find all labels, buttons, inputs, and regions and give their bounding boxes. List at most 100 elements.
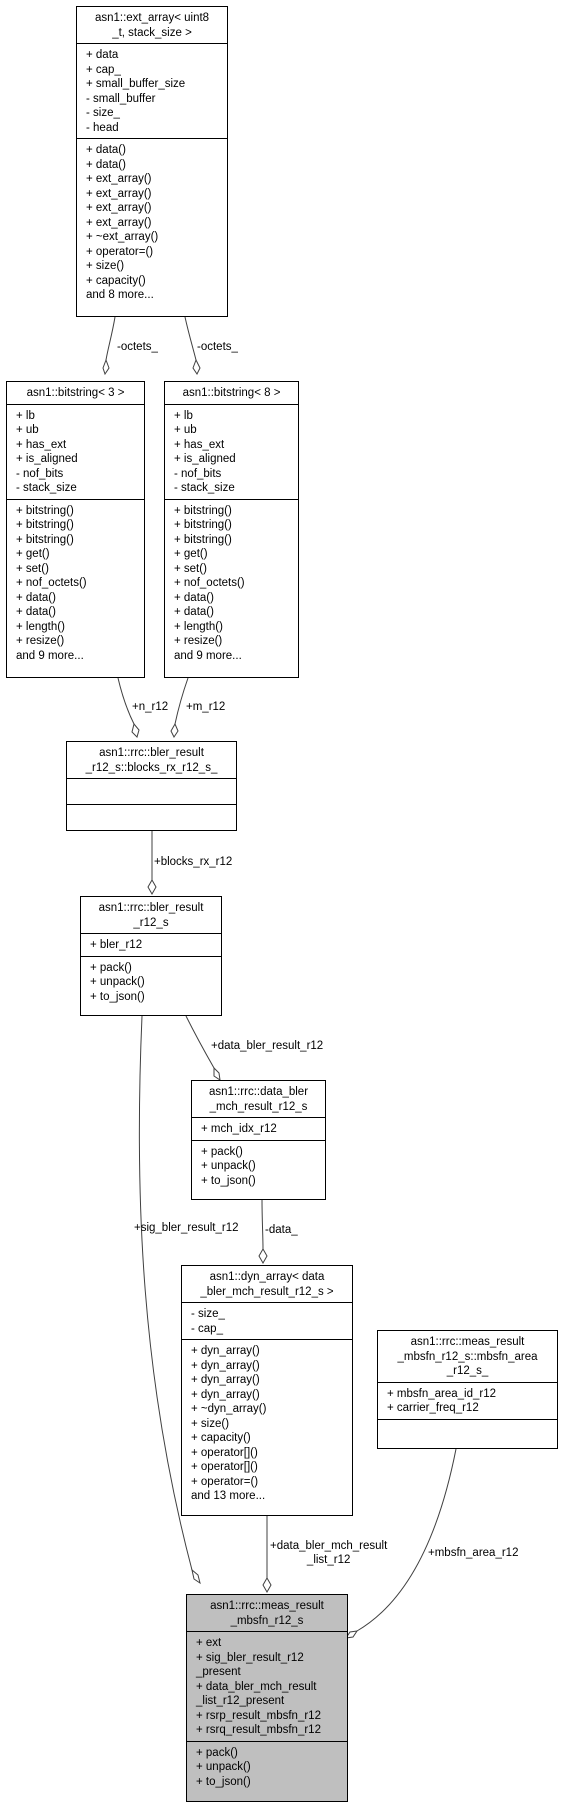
class-member: + ext	[196, 1637, 222, 1649]
class-member: - cap_	[191, 1322, 223, 1335]
class-member: + pack()	[90, 961, 132, 974]
class-member: + length()	[174, 620, 223, 633]
class-title: asn1::ext_array< uint8 _t, stack_size >	[77, 7, 227, 44]
class-member: + bitstring()	[174, 504, 232, 517]
class-title: asn1::bitstring< 8 >	[165, 382, 298, 405]
class-member: - small_buffer	[86, 92, 156, 105]
class-member: + nof_octets()	[174, 577, 245, 589]
attributes-section	[67, 779, 236, 805]
aggregation-diamond	[213, 1066, 221, 1082]
class-member: + length()	[16, 620, 65, 633]
class-bitstring-8[interactable]: asn1::bitstring< 8 > + lb+ ub+ has_ext+ …	[164, 381, 299, 678]
edge-label-octets-left: -octets_	[117, 341, 158, 353]
attributes-section: + bler_r12	[81, 934, 221, 957]
aggregation-diamond	[147, 878, 157, 896]
methods-section: + pack()+ unpack()+ to_json()	[192, 1141, 325, 1192]
attributes-section: + ext+ sig_bler_result_r12 _present+ dat…	[187, 1632, 347, 1742]
edge-data	[261, 1198, 264, 1250]
methods-section: + pack()+ unpack()+ to_json()	[187, 1742, 347, 1793]
class-member: + ub	[16, 424, 39, 436]
edge-label-blocks-rx-r12: +blocks_rx_r12	[154, 856, 233, 868]
class-member: + dyn_array()	[191, 1345, 260, 1357]
class-member: + has_ext	[174, 438, 225, 451]
edge-label-data: -data_	[265, 1224, 298, 1236]
class-member: + bitstring()	[16, 519, 74, 531]
class-member: and 9 more...	[174, 649, 242, 662]
class-data-bler-mch-result-r12[interactable]: asn1::rrc::data_bler _mch_result_r12_s +…	[191, 1080, 326, 1200]
methods-section: + data()+ data()+ ext_array()+ ext_array…	[77, 139, 227, 306]
class-mbsfn-area-r12[interactable]: asn1::rrc::meas_result _mbsfn_r12_s::mbs…	[377, 1330, 558, 1449]
class-member: + data()	[16, 606, 56, 618]
aggregation-diamond	[262, 1576, 272, 1594]
class-member: + unpack()	[196, 1761, 251, 1773]
class-member: - stack_size	[16, 482, 77, 494]
class-member: + ~ext_array()	[86, 231, 159, 243]
class-member: + ub	[174, 424, 197, 436]
class-member: + get()	[16, 548, 50, 560]
class-member: - nof_bits	[16, 467, 64, 480]
class-member: + pack()	[201, 1145, 243, 1158]
methods-section: + pack()+ unpack()+ to_json()	[81, 957, 221, 1008]
edge-n-r12	[117, 677, 135, 725]
class-member: + resize()	[174, 635, 223, 647]
class-member: + bitstring()	[174, 533, 232, 546]
class-member: - nof_bits	[174, 467, 222, 480]
methods-section: + bitstring() + bitstring() + bitstring() +…	[165, 500, 298, 667]
aggregation-diamond	[258, 1247, 268, 1265]
class-member: + data()	[16, 591, 56, 604]
class-member: + ext_array()	[86, 202, 152, 214]
attributes-section: - size_ - cap_	[182, 1303, 352, 1340]
class-member: + carrier_freq_r12	[387, 1402, 479, 1414]
methods-section: + dyn_array() + dyn_array() + dyn_array() +…	[182, 1340, 352, 1507]
class-bitstring-3[interactable]: asn1::bitstring< 3 > + lb+ ub+ has_ext+ …	[6, 381, 145, 678]
class-title: asn1::rrc::bler_result _r12_s	[81, 897, 221, 934]
class-member: + operator=()	[86, 245, 154, 258]
edge-label-data-bler-mch-result-list-r12: +data_bler_mch_result _list_r12	[270, 1540, 388, 1566]
class-title: asn1::rrc::bler_result _r12_s::blocks_rx…	[67, 742, 236, 779]
aggregation-diamond	[170, 722, 179, 738]
class-member: + lb	[16, 409, 35, 422]
class-member: + bitstring()	[174, 519, 232, 531]
aggregation-diamond	[102, 358, 110, 376]
class-member: + set()	[174, 562, 207, 575]
aggregation-diamond	[192, 358, 201, 375]
class-member: + to_json()	[196, 1775, 251, 1788]
class-member: - size_	[191, 1308, 225, 1320]
class-member: + unpack()	[90, 976, 145, 988]
edge-label-mbsfn-area-r12: +mbsfn_area_r12	[428, 1547, 519, 1559]
class-member: + cap_	[86, 63, 121, 76]
class-member: + dyn_array()	[191, 1374, 260, 1386]
class-dyn-array[interactable]: asn1::dyn_array< data _bler_mch_result_r…	[181, 1265, 353, 1516]
edge-m-r12	[174, 677, 189, 725]
class-member: + ext_array()	[86, 173, 152, 185]
class-member: + rsrq_result_mbsfn_r12	[196, 1724, 321, 1736]
class-member: + is_aligned	[174, 453, 236, 465]
class-member: + bitstring()	[16, 533, 74, 546]
class-member: + data	[86, 49, 119, 61]
attributes-section: + lb+ ub+ has_ext+ is_aligned- nof_bits-…	[7, 405, 144, 500]
class-ext-array[interactable]: asn1::ext_array< uint8 _t, stack_size > …	[76, 6, 228, 317]
class-member: + dyn_array()	[191, 1388, 260, 1401]
aggregation-diamond	[131, 722, 140, 738]
edge-label-m-r12: +m_r12	[186, 701, 226, 713]
class-member: + size()	[191, 1417, 230, 1430]
methods-section	[378, 1420, 557, 1445]
edge-label-n-r12: +n_r12	[132, 701, 169, 713]
class-member: and 8 more...	[86, 289, 154, 301]
class-member: and 13 more...	[191, 1490, 266, 1502]
class-member: - head	[86, 121, 119, 134]
class-member: + operator[]()	[191, 1461, 258, 1473]
class-member: + data()	[86, 158, 126, 171]
methods-section: + bitstring()+ bitstring()+ bitstring()+…	[7, 500, 144, 667]
class-title: asn1::bitstring< 3 >	[7, 382, 144, 405]
class-blocks-rx-r12[interactable]: asn1::rrc::bler_result _r12_s::blocks_rx…	[66, 741, 237, 831]
edge-label-sig-bler-result-r12: +sig_bler_result_r12	[134, 1222, 239, 1234]
class-title: asn1::rrc::meas_result _mbsfn_r12_s	[187, 1595, 347, 1632]
class-meas-result-mbsfn-r12[interactable]: asn1::rrc::meas_result _mbsfn_r12_s + ex…	[186, 1594, 348, 1802]
class-bler-result-r12[interactable]: asn1::rrc::bler_result _r12_s + bler_r12…	[80, 896, 222, 1016]
class-member: - size_	[86, 107, 120, 119]
class-title: asn1::rrc::meas_result _mbsfn_r12_s::mbs…	[378, 1331, 557, 1383]
class-member: + capacity()	[86, 274, 146, 287]
methods-section	[67, 805, 236, 830]
